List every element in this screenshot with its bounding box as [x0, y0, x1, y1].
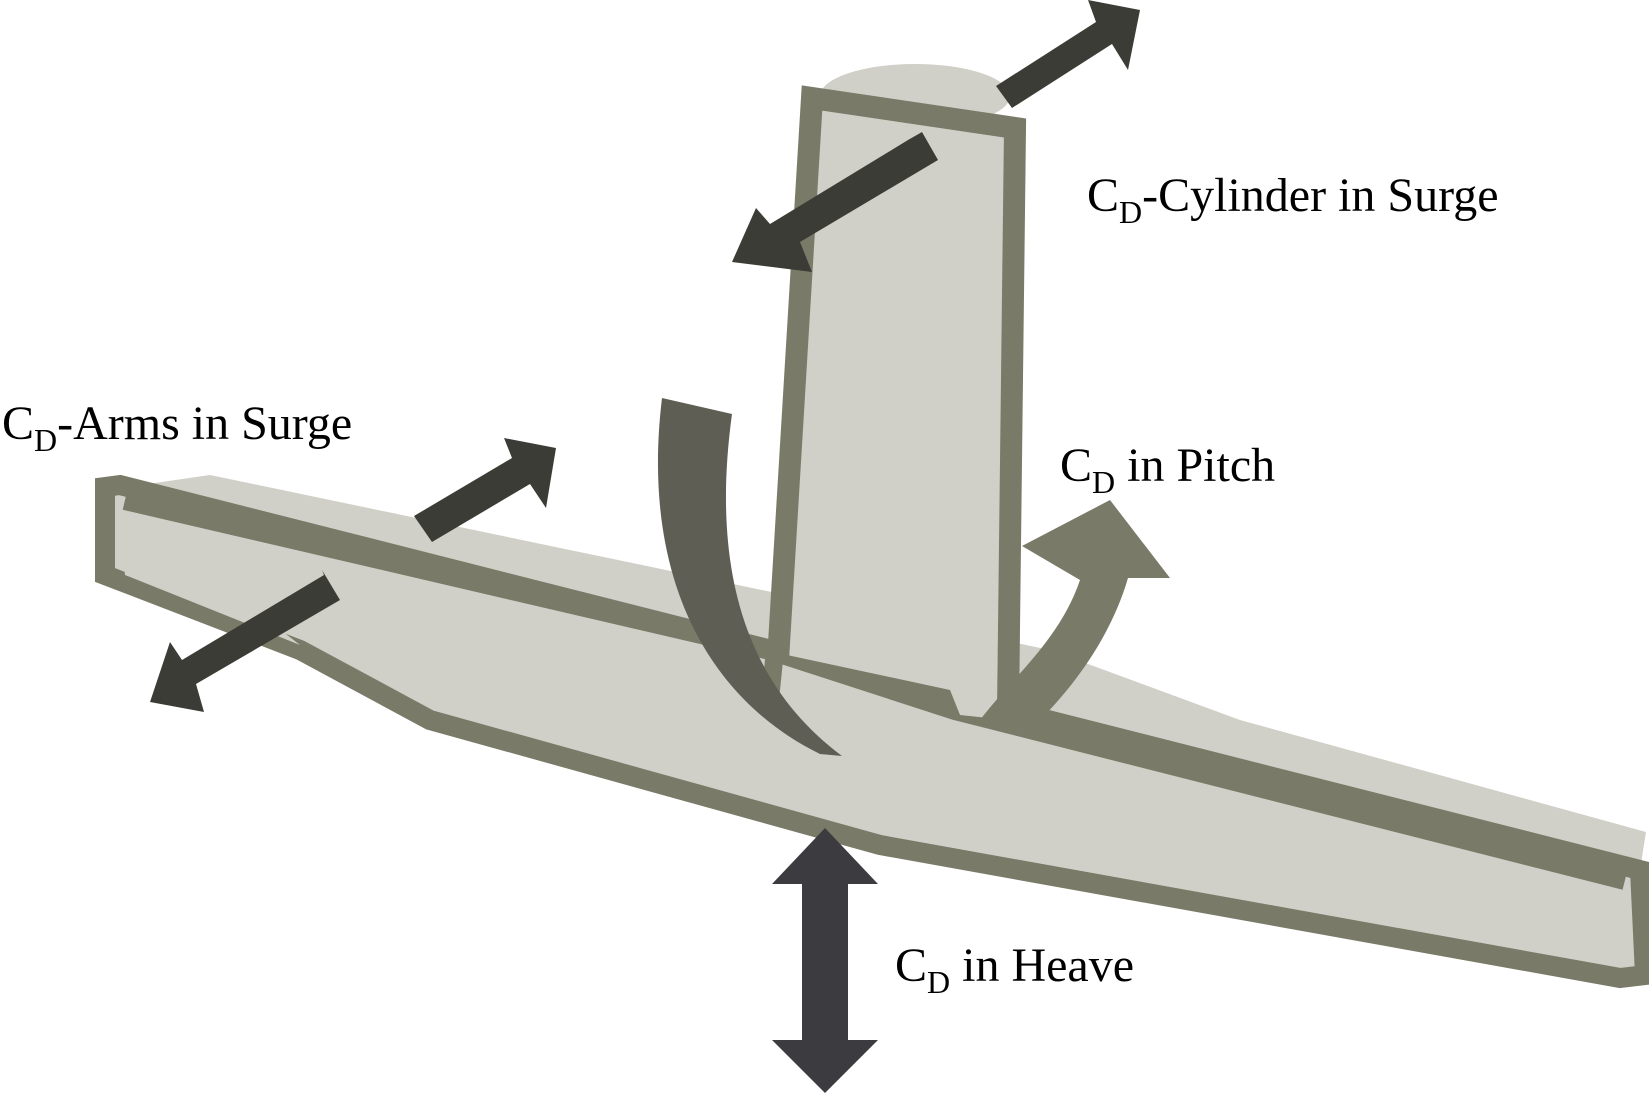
cylinder-surge-arrow [732, 0, 1140, 272]
cylinder-body [761, 64, 1103, 746]
label-c: C [1060, 439, 1093, 492]
label-subscript: D [1119, 194, 1143, 230]
arms-inner-edge [122, 490, 1628, 890]
label-subscript: D [927, 964, 951, 1000]
cylinder-surge-arrow-head-up [996, 0, 1140, 108]
arms-surge-arrow-head-up [414, 438, 556, 542]
label-text: -Cylinder in Surge [1142, 169, 1499, 222]
arms-surge-arrow [150, 438, 556, 712]
pitch-label: CD in Pitch [1060, 439, 1276, 499]
arms-surge-label: CD-Arms in Surge [2, 397, 353, 457]
label-text: -Arms in Surge [57, 397, 353, 450]
heave-arrow [772, 828, 878, 1093]
arms-surge-arrow-head-down [150, 570, 340, 712]
label-c: C [895, 939, 928, 992]
label-subscript: D [34, 422, 58, 458]
label-c: C [1087, 169, 1120, 222]
label-text: in Pitch [1115, 439, 1276, 492]
cylinder-surge-label: CD-Cylinder in Surge [1087, 169, 1499, 229]
label-text: in Heave [950, 939, 1135, 992]
cylinder-face [773, 98, 1015, 720]
arms-left-cap [115, 500, 300, 645]
label-subscript: D [1092, 464, 1116, 500]
cylinder-surge-arrow-head-down [732, 132, 938, 272]
heave-label: CD in Heave [895, 939, 1135, 999]
pitch-arrow [980, 500, 1170, 720]
rotation-arrow [657, 398, 842, 756]
label-c: C [2, 397, 35, 450]
